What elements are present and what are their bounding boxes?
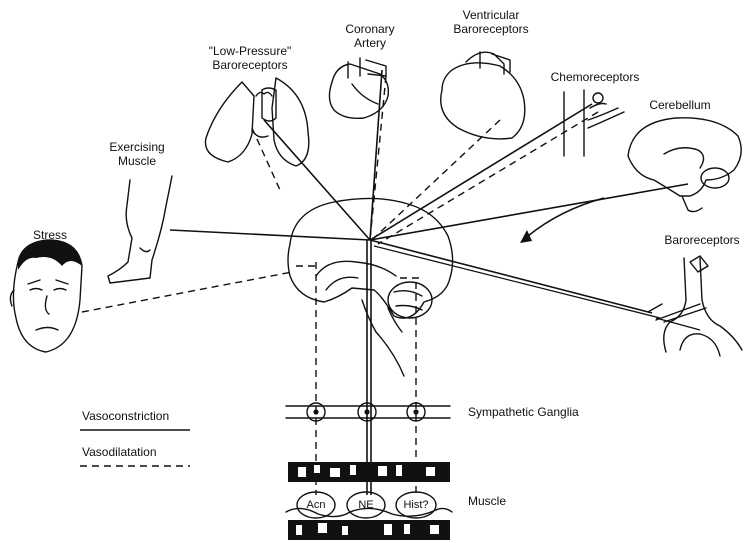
vasodilatation-pathways	[82, 76, 598, 495]
legend-vasoconstriction: Vasoconstriction	[82, 409, 169, 423]
cerebellum-inhibit-arrow	[528, 198, 604, 236]
aortic-arch-illustration	[664, 256, 742, 356]
label-sympathetic-ganglia: Sympathetic Ganglia	[468, 405, 579, 419]
path-exercising-muscle	[170, 230, 370, 240]
transmitter-acn: Acn	[298, 498, 334, 512]
label-muscle: Muscle	[468, 494, 506, 508]
exercising-muscle-illustration	[108, 176, 172, 283]
label-chemoreceptors: Chemoreceptors	[540, 70, 650, 84]
stressed-face-illustration	[10, 240, 82, 352]
label-baroreceptors: Baroreceptors	[654, 233, 750, 247]
label-coronary-artery: Coronary Artery	[330, 22, 410, 50]
carotid-body-illustration	[564, 90, 624, 156]
muscle-tissue-bottom	[288, 520, 450, 540]
path-chemoreceptors	[370, 104, 592, 240]
label-exercising-muscle: Exercising Muscle	[92, 140, 182, 168]
legend-vasodilatation: Vasodilatation	[82, 445, 157, 459]
label-ventricular-baroreceptors: Ventricular Baroreceptors	[436, 8, 546, 36]
muscle-tissue-top	[288, 462, 450, 482]
vasoconstriction-pathways	[170, 70, 706, 495]
baroreceptor-nerve-ending	[648, 304, 706, 322]
path-coronary	[370, 70, 382, 240]
arrowhead-icon	[520, 230, 532, 243]
label-stress: Stress	[20, 228, 80, 242]
ventricular-heart-illustration	[441, 52, 525, 139]
cerebellum-brain-illustration	[628, 118, 741, 212]
path-stress	[82, 272, 292, 312]
path-baroreceptors-upper	[370, 240, 652, 313]
transmitter-hist: Hist?	[396, 498, 436, 512]
label-low-pressure-baroreceptors: "Low-Pressure" Baroreceptors	[190, 44, 310, 72]
label-cerebellum: Cerebellum	[640, 98, 720, 112]
sympathetic-ganglia	[286, 403, 450, 421]
path-cerebellum	[370, 184, 688, 240]
path-low-pressure	[264, 120, 370, 240]
transmitter-ne: NE	[348, 498, 384, 512]
